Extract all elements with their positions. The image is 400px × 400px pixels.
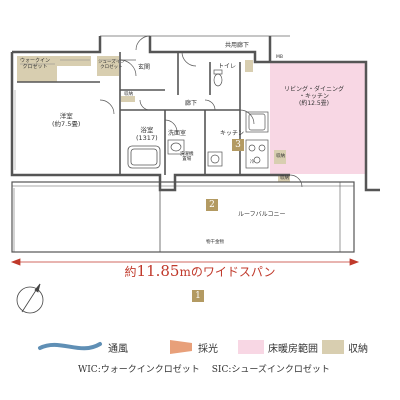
washer-icon [207,151,223,167]
balcony-label: ルーフバルコニー [238,211,286,218]
kitchen-label: キッチン [220,130,245,137]
storage-fill-kitchen [274,150,286,164]
lighting-legend-icon [170,340,192,354]
span-text: 約11.85mのワイドスパン [124,262,276,280]
hall-label: 廊下 [185,100,198,107]
interior-walls [17,52,241,175]
compass-icon [16,283,44,314]
stove-icon [245,111,269,169]
legend-storage: 収納 [348,344,368,355]
entrance-label: 玄関 [138,64,151,71]
outdoor-hanger-label: 物干金物 [206,240,224,245]
storage-label-kitchen: 収納 [276,154,285,159]
fridge-label: 冷 [250,160,255,165]
legend-floor-heating: 床暖房範囲 [268,344,318,355]
storage-fill-hall [121,96,135,102]
wic-storage-fill-2 [57,56,91,66]
basin-icon [167,139,185,155]
storage-fill-toilet [245,60,253,72]
storage-fill-balcony [278,174,290,182]
legend-ventilation: 通風 [108,344,128,355]
toilet-icon [213,69,223,87]
badge-3: 3 [232,139,244,151]
corridor-label: 共用廊下 [225,42,250,49]
ldk-label: リビング・ダイニング・キッチン(約12.5畳) [284,86,345,107]
washroom-label: 洗面室 [168,130,187,137]
wic-label: ウォークインクロゼット [20,58,51,70]
wardrobe-lines [14,59,118,170]
sic-storage-fill [97,56,119,76]
balcony-outline [11,181,355,253]
bathtub-icon [127,145,161,169]
mb-label: MB [276,55,283,60]
bath-label: 浴室(1317) [136,126,158,142]
floor-heating-legend-swatch [238,340,264,354]
ventilation-legend-icon [38,342,102,351]
wic-storage-fill [17,56,57,82]
washer-area-label: 洗濯機置場 [180,152,194,162]
toilet-label: トイレ [218,63,237,70]
span-dimension-line [10,258,360,266]
sic-label: シューズインクロゼット [98,60,125,70]
badge-2: 2 [206,199,218,211]
storage-legend-swatch [322,340,344,354]
storage-label-hall: 収納 [124,92,133,97]
bedroom-label: 洋室(約7.5畳) [52,112,81,128]
badge-1: 1 [192,290,204,302]
storage-label-balcony: 収納 [280,176,289,181]
legend-lighting: 採光 [198,344,218,355]
